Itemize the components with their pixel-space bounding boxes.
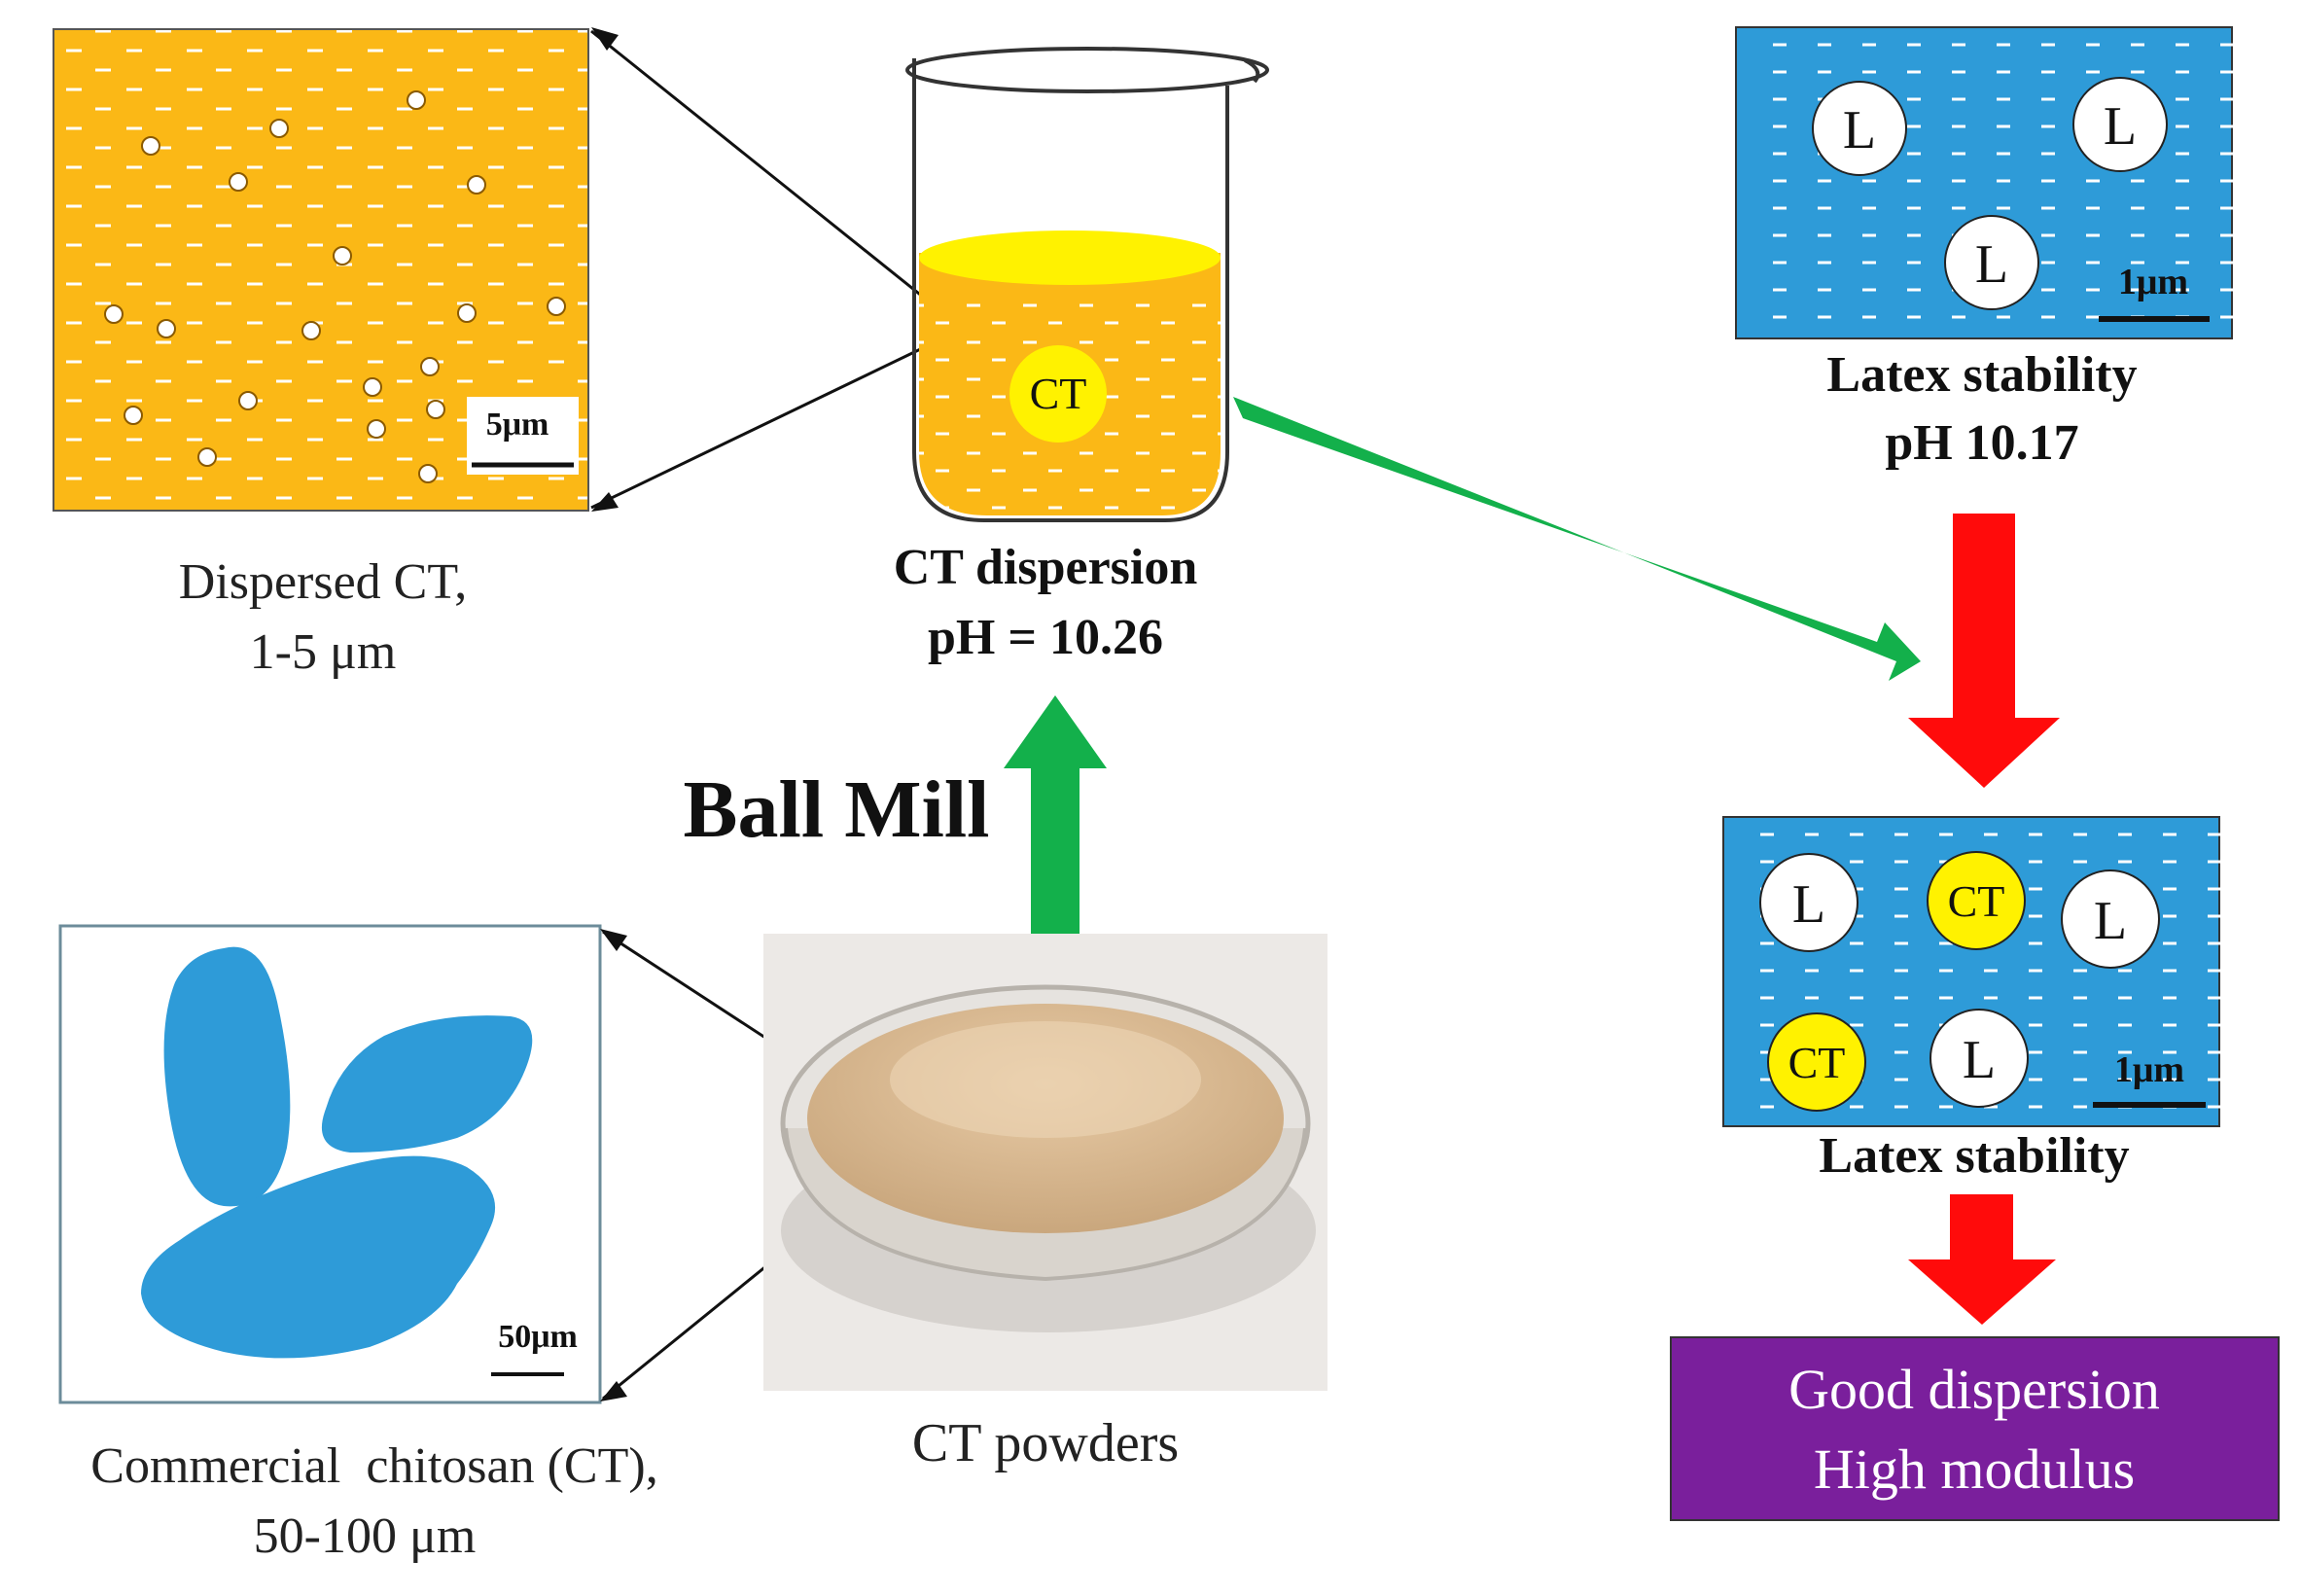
dispersed-particle (418, 464, 438, 483)
beaker: CT CT dispersion pH = 10.26 (894, 47, 1269, 665)
dispersed-scale-box (467, 397, 579, 475)
chitosan-panel: 50μm Commercial chitosan (CT), 50-100 μm (58, 924, 658, 1564)
dispersed-particle (229, 172, 248, 192)
chitosan-caption-line2: 50-100 μm (254, 1508, 477, 1564)
mixed-ct-particle-1 (1927, 851, 2026, 950)
dispersed-particle (157, 319, 176, 338)
mixed-panel: L CT L CT L 1μm Latex stability (1722, 816, 2221, 1184)
dispersed-particle (269, 119, 289, 138)
ball-mill-step: Ball Mill (684, 695, 1107, 934)
dispersed-zoom-lines (590, 27, 964, 512)
dispersed-particle (363, 377, 382, 397)
beaker-caption-line1: CT dispersion (894, 540, 1198, 595)
dispersed-particle (301, 321, 321, 340)
mixed-scale-label: 1μm (2114, 1049, 2184, 1090)
ball-mill-label: Ball Mill (684, 764, 990, 855)
dispersed-caption-line2: 1-5 μm (250, 624, 397, 680)
dispersed-particle (141, 136, 160, 156)
dispersed-particle (426, 400, 445, 419)
mixed-latex-particle-3 (1929, 1009, 2029, 1108)
dispersed-particle (367, 419, 386, 439)
mixed-latex-particle-1 (1759, 853, 1858, 952)
mixing-arrow (1233, 397, 1921, 681)
powder-caption: CT powders (912, 1413, 1179, 1473)
latex-particle-1-label: L (1843, 100, 1876, 160)
dispersed-particles (104, 90, 566, 483)
beaker-glass-outline (912, 58, 1229, 522)
latex-caption-line1: Latex stability (1826, 347, 2137, 403)
zoom-line-top (590, 29, 964, 331)
powder-highlight (890, 1021, 1201, 1138)
dispersed-particle (197, 447, 217, 467)
chitosan-arrowhead-bottom (600, 1381, 627, 1401)
mixing-arrow-shape (1233, 397, 1921, 681)
beaker-liquid-surface (919, 231, 1221, 285)
mixed-caption: Latex stability (1819, 1128, 2129, 1184)
dispersed-ct-panel: 5μm Dispersed CT, 1-5 μm (53, 28, 589, 680)
beaker-caption-line2: pH = 10.26 (928, 610, 1163, 665)
latex-panel: L L L 1μm Latex stability pH 10.17 (1735, 26, 2234, 471)
chitosan-caption-line1: Commercial chitosan (CT), (90, 1438, 657, 1494)
mixed-ct-particle-1-label: CT (1948, 876, 2005, 926)
chitosan-arrowhead-top (600, 929, 627, 951)
latex-scale-label: 1μm (2118, 262, 2188, 302)
ball-mill-arrow (1004, 695, 1107, 934)
latex-particle-2 (2072, 77, 2168, 172)
zoom-arrowhead-top (591, 27, 619, 51)
beaker-ct-particle (1009, 345, 1107, 443)
dispersed-particle (420, 357, 440, 376)
mixed-latex-particle-2-label: L (2094, 891, 2127, 951)
latex-particle-3-label: L (1975, 234, 2008, 295)
latex-caption-line2: pH 10.17 (1885, 415, 2078, 471)
red-arrow-2 (1908, 1194, 2056, 1325)
dispersed-particle (333, 246, 352, 266)
mixed-latex-particle-2 (2061, 869, 2160, 969)
chitosan-particle-1 (163, 946, 291, 1207)
mixed-ct-particle-2 (1767, 1012, 1866, 1112)
latex-particle-3 (1944, 215, 2039, 310)
latex-particle-1 (1812, 81, 1907, 176)
mixed-latex-particle-1-label: L (1792, 874, 1825, 935)
result-box: Good dispersion High modulus (1670, 1336, 2280, 1521)
dispersed-particle (547, 297, 566, 316)
result-box-background (1670, 1336, 2280, 1521)
zoom-line-bottom (590, 327, 964, 510)
chitosan-particle-2 (321, 1015, 533, 1153)
dispersed-particle (467, 175, 486, 195)
dispersed-caption-line1: Dispersed CT, (179, 554, 468, 610)
latex-particle-2-label: L (2104, 96, 2137, 157)
result-line1: Good dispersion (1788, 1358, 2160, 1421)
zoom-arrowhead-bottom (591, 492, 619, 512)
dispersed-particle (124, 406, 143, 425)
chitosan-particle-3 (141, 1155, 496, 1359)
result-line2: High modulus (1814, 1437, 2135, 1501)
mixed-latex-particle-3-label: L (1963, 1030, 1996, 1090)
dispersed-particle (457, 303, 477, 323)
dispersed-particle (238, 391, 258, 410)
dispersed-particle (407, 90, 426, 110)
chitosan-scale-label: 50μm (498, 1319, 578, 1355)
mixed-ct-particle-2-label: CT (1788, 1038, 1846, 1087)
dispersed-scale-label: 5μm (486, 407, 549, 443)
beaker-rim (905, 47, 1269, 93)
ct-powder-photo: CT powders (763, 934, 1328, 1473)
dispersed-particle (104, 304, 124, 324)
red-arrow-1 (1908, 514, 2060, 788)
beaker-ct-label: CT (1030, 369, 1087, 418)
beaker-spout (1244, 58, 1260, 84)
